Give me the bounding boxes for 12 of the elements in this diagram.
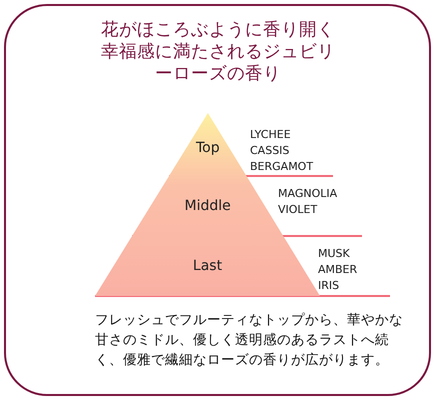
layer-label: Top xyxy=(195,138,221,157)
note-text: VIOLET xyxy=(278,203,318,217)
note-text: MAGNOLIA xyxy=(278,187,338,201)
title: 花がほころぶように香り開く幸福感に満たされるジュビリーローズの香り xyxy=(100,19,336,85)
note-text: LYCHEE xyxy=(250,128,291,142)
description-text: フレッシュでフルーティなトップから、華やかな甘さのミドル、優しく透明感のあるラストへ続く、優雅で繊細なローズの香りが広がります。 xyxy=(95,311,404,370)
note-text: CASSIS xyxy=(250,144,290,158)
note-text: MUSK xyxy=(318,247,350,261)
note-text: AMBER xyxy=(318,263,358,277)
layer-label: Last xyxy=(192,257,224,275)
note-text: IRIS xyxy=(318,279,340,293)
note-text: BERGAMOT xyxy=(250,160,314,174)
